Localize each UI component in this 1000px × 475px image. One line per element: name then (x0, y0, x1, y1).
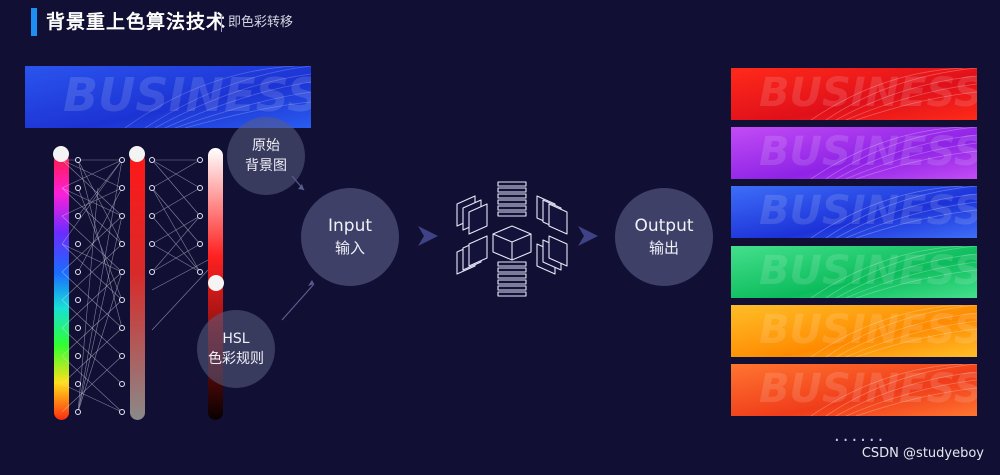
source-label-line2: 背景图 (245, 158, 287, 174)
output-banner-red: BUSINESS (731, 68, 977, 120)
input-connector-arrows (281, 175, 315, 321)
output-node-label-cn: 输出 (648, 239, 679, 257)
input-node-label-cn: 输入 (334, 239, 365, 257)
hsl-rules-label: HSL 色彩规则 (197, 310, 275, 388)
lightness-slider-handle[interactable] (208, 275, 224, 291)
arrow-to-output (578, 226, 598, 246)
output-banner-text: BUSINESS (759, 248, 977, 294)
title-accent-bar (31, 8, 37, 36)
watermark: CSDN @studyeboy (861, 446, 984, 461)
more-results-ellipsis: ...... (834, 425, 887, 446)
rules-label-line2: 色彩规则 (208, 351, 264, 367)
output-banner-green: BUSINESS (731, 246, 977, 298)
title-divider (221, 14, 222, 32)
output-banner-blue: BUSINESS (731, 186, 977, 238)
rules-label-line1: HSL (222, 331, 250, 347)
output-banner-text: BUSINESS (759, 70, 977, 116)
arrow-to-processor (418, 226, 438, 246)
hue-slider-handle[interactable] (53, 146, 69, 162)
network-connections (61, 159, 209, 413)
source-image-label: 原始 背景图 (227, 117, 305, 195)
output-node-label-en: Output (634, 216, 694, 236)
source-background-image: BUSINESS (25, 66, 311, 128)
algorithm-processor-icon (456, 181, 568, 297)
source-banner-text: BUSINESS (63, 68, 311, 122)
saturation-slider-handle[interactable] (129, 146, 145, 162)
page-subtitle: 即色彩转移 (228, 15, 294, 30)
network-nodes (75, 157, 203, 415)
output-node: Output 输出 (615, 188, 713, 286)
page-title: 背景重上色算法技术 (46, 11, 227, 33)
input-node-label-en: Input (327, 216, 373, 236)
source-label-line1: 原始 (252, 138, 280, 154)
output-banner-text: BUSINESS (759, 188, 977, 234)
output-banner-red-orange: BUSINESS (731, 364, 977, 416)
input-node: Input 输入 (301, 188, 399, 286)
output-banner-text: BUSINESS (759, 366, 977, 412)
output-banner-text: BUSINESS (759, 307, 977, 353)
output-banner-text: BUSINESS (759, 129, 977, 175)
output-banner-purple: BUSINESS (731, 127, 977, 179)
saturation-slider-track[interactable] (130, 153, 145, 420)
source-banner-graphic (25, 66, 311, 128)
output-banner-orange: BUSINESS (731, 305, 977, 357)
